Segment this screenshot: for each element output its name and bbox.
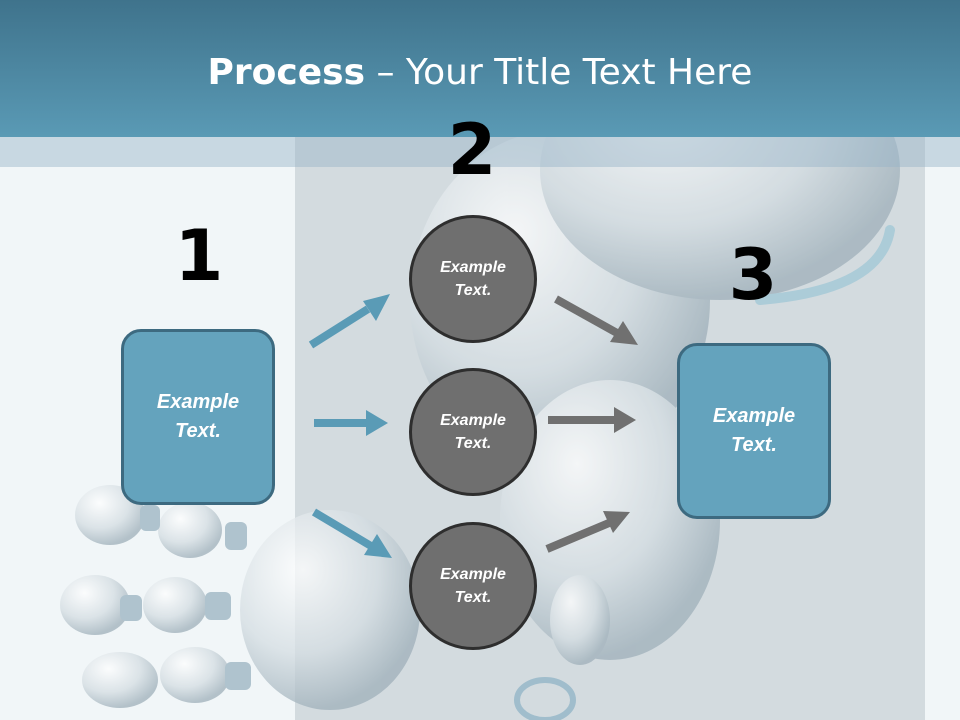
blue-arrow-right — [314, 410, 388, 436]
step-2-circle-middle: Example Text. — [409, 368, 537, 496]
step-3-box: Example Text. — [677, 343, 831, 519]
gray-arrow-up — [545, 511, 630, 553]
title-banner — [0, 0, 960, 137]
gray-arrow-right — [548, 407, 636, 433]
blue-arrow-up — [308, 294, 390, 349]
step-3-box-text: Example Text. — [712, 405, 796, 456]
step-2-circle-bottom: Example Text. — [409, 522, 537, 650]
step-number-2: 2 — [447, 109, 497, 191]
blue-arrow-down — [311, 508, 392, 558]
circle-bottom-text: Example Text. — [440, 566, 506, 606]
step-1-box: Example Text. — [121, 329, 275, 505]
step-number-1: 1 — [174, 215, 224, 297]
step-2-circle-top: Example Text. — [409, 215, 537, 343]
circle-middle-text: Example Text. — [440, 412, 506, 452]
title-bold-text: Process — [207, 52, 366, 93]
circle-top-text: Example Text. — [440, 259, 506, 299]
page-title: Process – Your Title Text Here — [0, 52, 960, 93]
header-band — [0, 137, 960, 167]
title-rest-text: – Your Title Text Here — [365, 52, 753, 93]
step-number-3: 3 — [728, 234, 778, 316]
gray-arrow-down — [554, 295, 638, 345]
step-1-box-text: Example Text. — [156, 391, 240, 442]
